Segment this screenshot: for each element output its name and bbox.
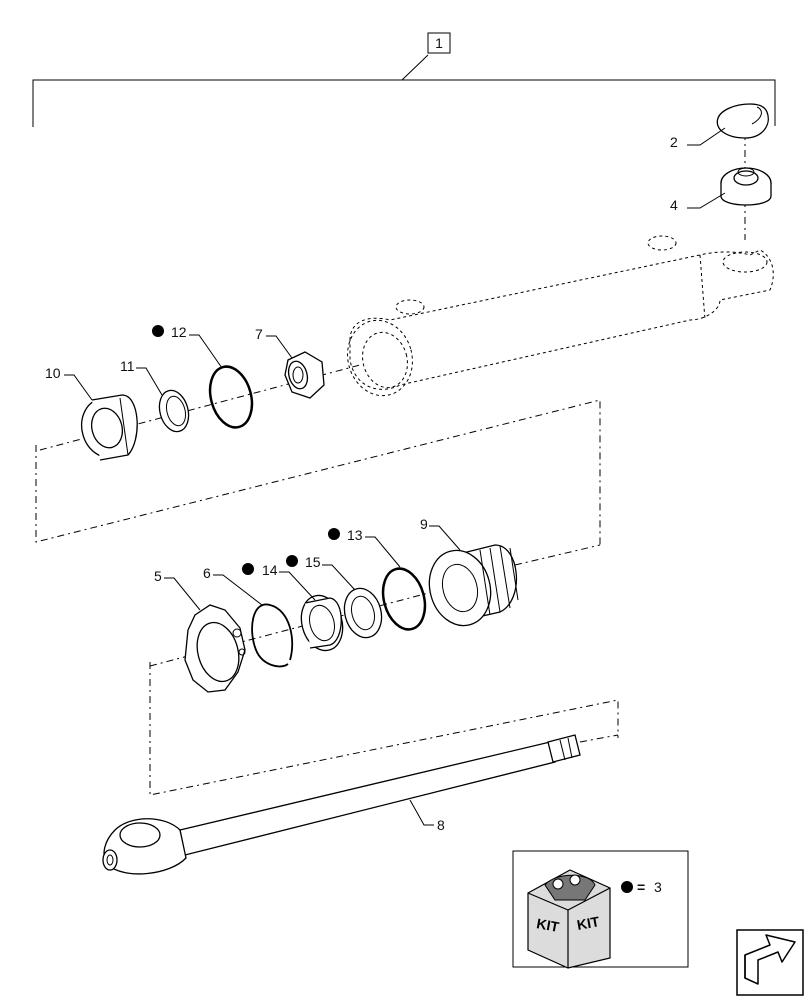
part-14-bearing	[300, 594, 344, 652]
callout-11: 11	[120, 358, 135, 374]
callout-5: 5	[154, 568, 162, 584]
callout-14: 14	[262, 562, 278, 578]
assembly-number: 1	[435, 35, 443, 51]
cylinder-barrel	[347, 235, 774, 397]
centerlines	[39, 133, 746, 743]
kit-label-right: KIT	[576, 913, 601, 933]
kit-box-icon: KIT KIT	[527, 869, 611, 969]
part-4-bushing	[720, 167, 772, 206]
part-7-nut	[284, 351, 325, 399]
kit-legend: KIT KIT = 3	[512, 850, 689, 969]
part-8-piston-rod	[102, 734, 581, 875]
kit-marker-icon	[621, 881, 633, 893]
callout-4: 4	[670, 197, 678, 213]
callout-10: 10	[45, 365, 61, 381]
assembly-bracket: 1	[32, 32, 776, 127]
leader-lines	[64, 127, 726, 826]
part-11-backup-ring	[158, 389, 190, 433]
part-12-o-ring	[208, 365, 254, 429]
kit-marker-icon	[152, 325, 164, 337]
part-13-o-ring	[381, 567, 427, 631]
callout-13: 13	[347, 527, 363, 543]
kit-marker-icon	[286, 555, 298, 567]
flow-connectors	[35, 399, 619, 796]
kit-legend-value: 3	[654, 879, 662, 895]
part-2-snap-ring	[716, 103, 769, 139]
callout-2: 2	[670, 134, 678, 150]
callout-labels: 2 4 10 11 12 7 5 6 14 15 13 9 8	[45, 134, 678, 833]
callout-7: 7	[255, 326, 263, 342]
arrow-icon[interactable]	[736, 929, 804, 996]
kit-marker-icon	[328, 528, 340, 540]
callout-9: 9	[420, 516, 428, 532]
part-15-backup-ring	[343, 587, 383, 639]
kit-label-left: KIT	[535, 915, 560, 935]
callout-6: 6	[203, 565, 211, 581]
callout-12: 12	[171, 324, 187, 340]
callout-8: 8	[437, 817, 445, 833]
kit-marker-icon	[242, 563, 254, 575]
part-6-retaining-ring	[251, 603, 294, 668]
part-5-lock-washer	[184, 604, 246, 693]
part-10-gland	[80, 394, 138, 461]
kit-legend-equals: =	[637, 879, 645, 895]
part-9-piston	[428, 544, 519, 627]
callout-15: 15	[305, 554, 321, 570]
